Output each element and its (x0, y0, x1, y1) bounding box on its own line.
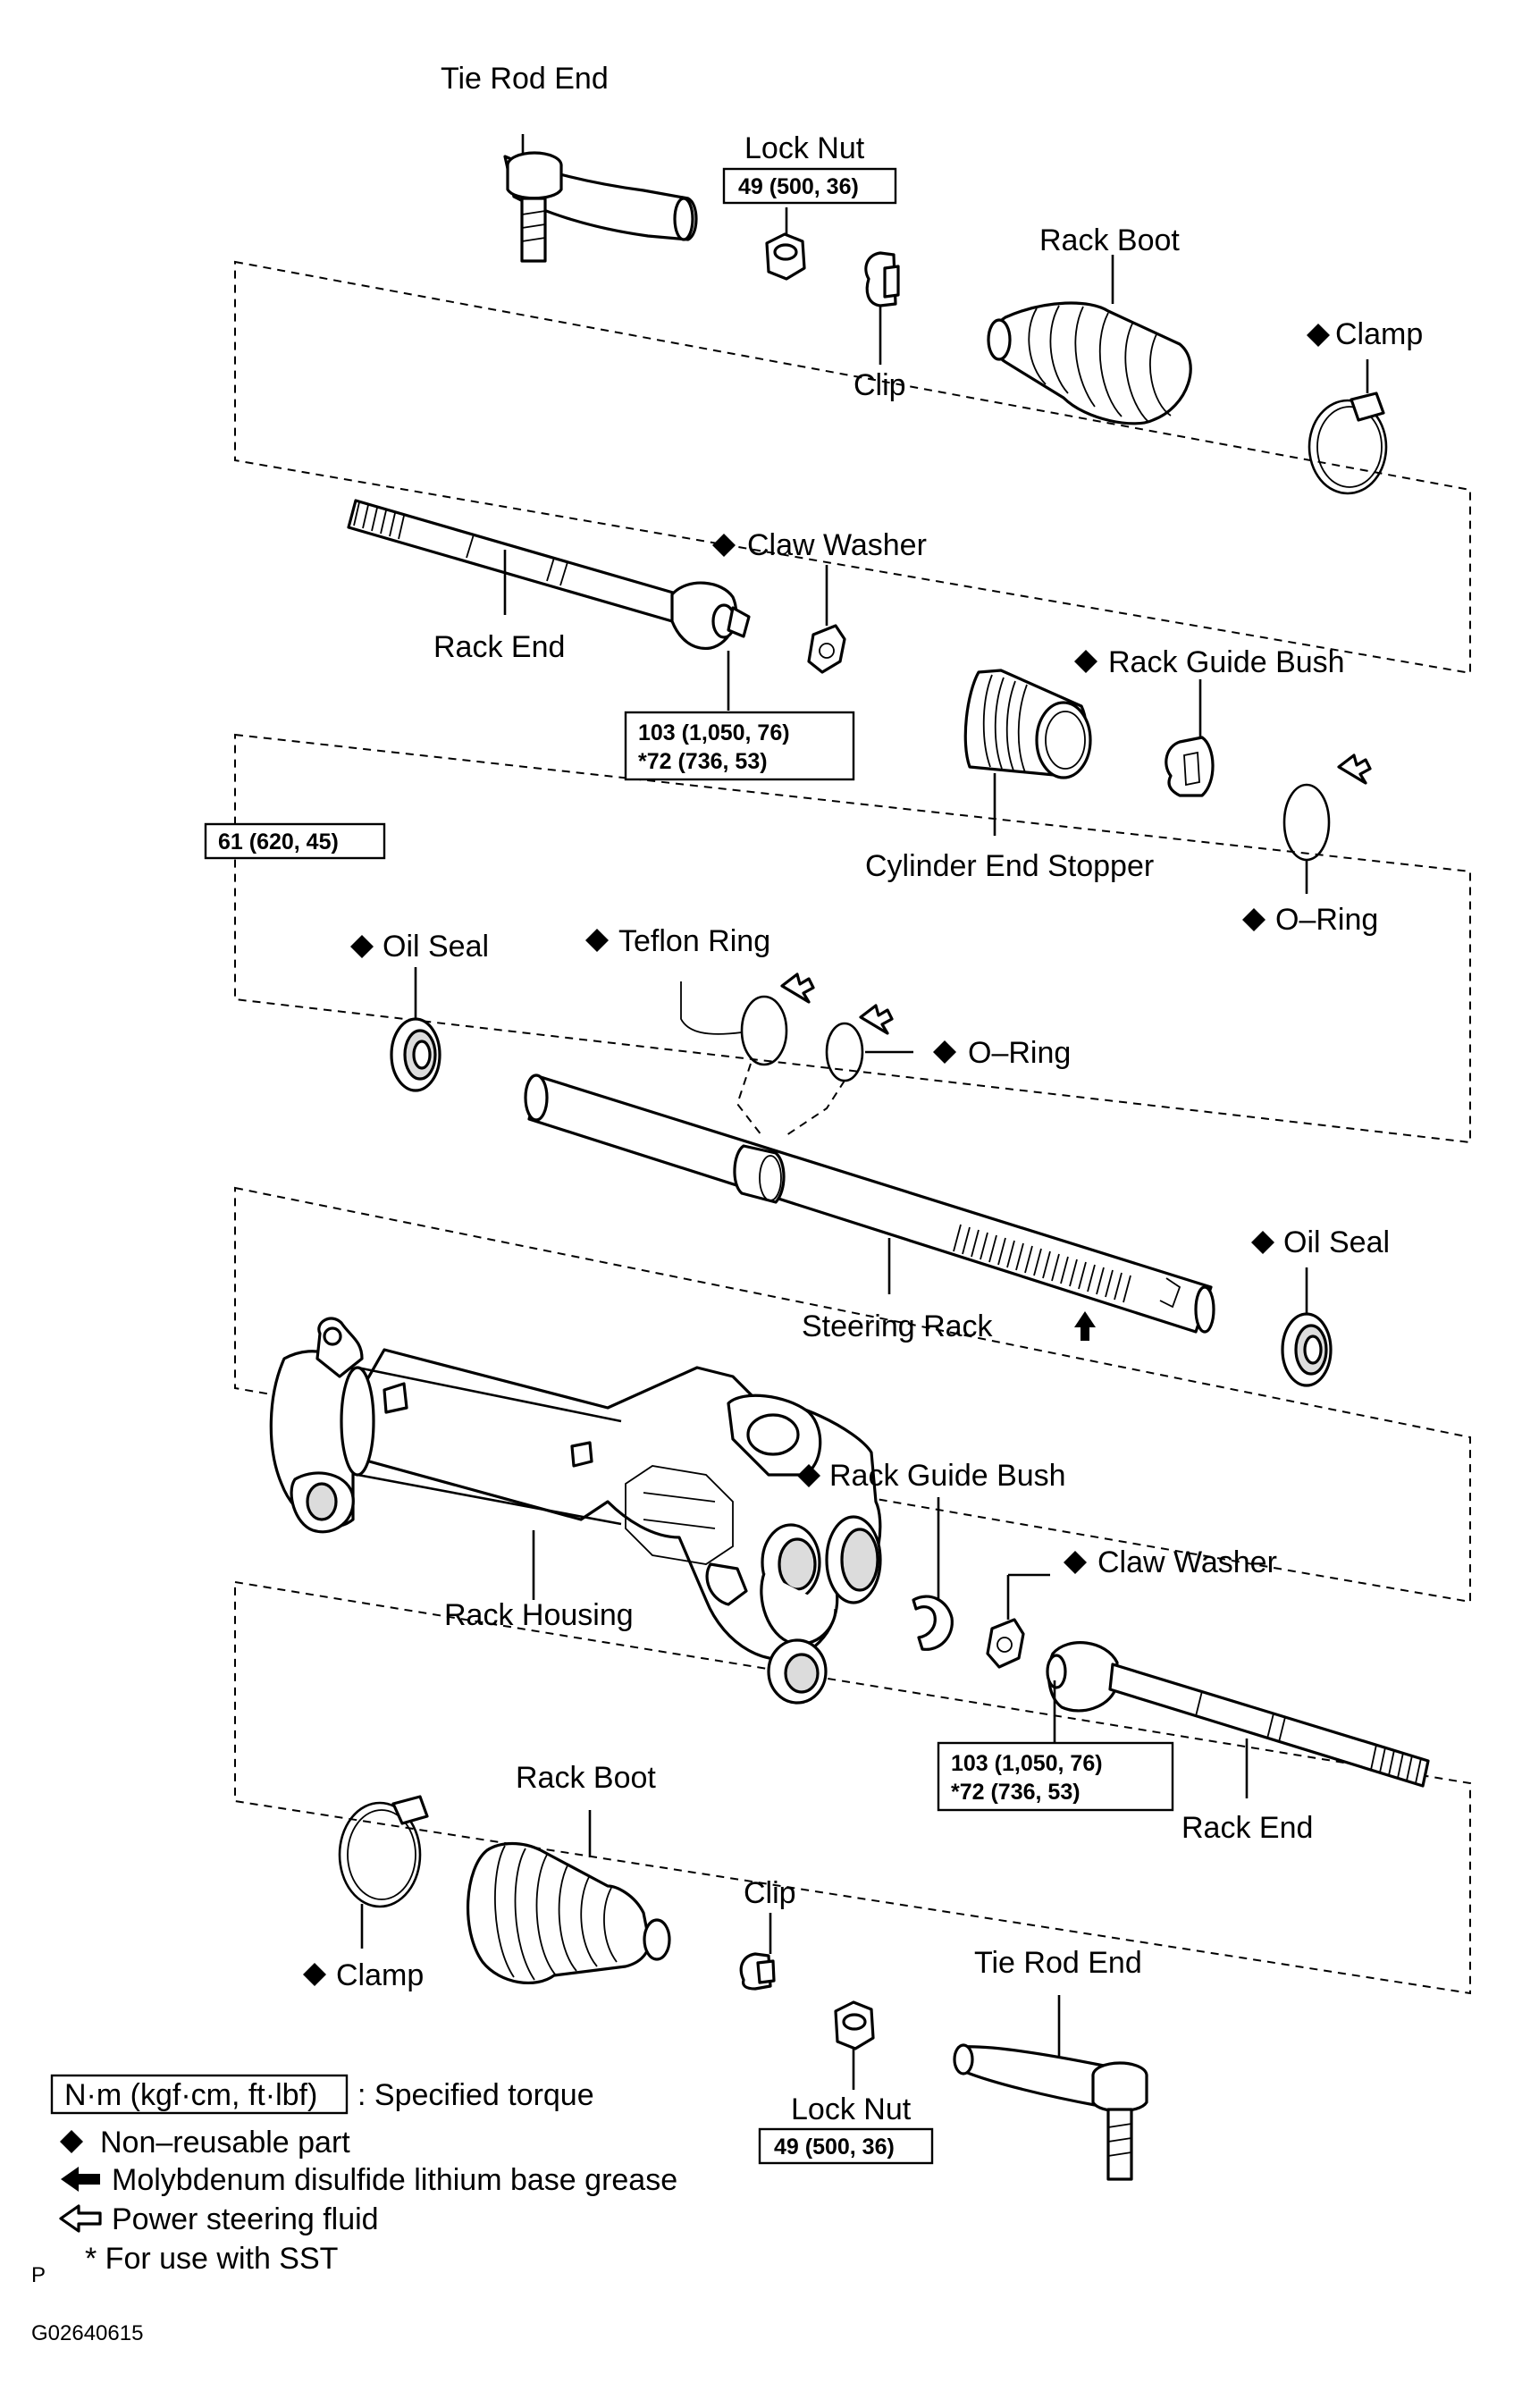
teflon-ring (680, 981, 788, 1136)
oil-seal-right-diamond-icon (1251, 1231, 1274, 1254)
legend-grease: Molybdenum disulfide lithium base grease (112, 2163, 677, 2197)
claw-washer-bottom-diamond-icon (1064, 1551, 1087, 1574)
o-ring-right-diamond-icon (1242, 908, 1266, 931)
clamp-bottom (338, 1795, 429, 1949)
rack-end-bottom (1046, 1641, 1430, 1798)
teflon-ring-label: Teflon Ring (618, 924, 770, 958)
claw-washer-bottom-label: Claw Washer (1097, 1545, 1277, 1579)
rack-guide-bush-top (1165, 679, 1215, 797)
clip-bottom (739, 1913, 776, 1991)
cylinder-end-stopper (963, 669, 1092, 836)
housing-end-torque: 61 (620, 45) (218, 829, 339, 855)
claw-washer-top (807, 565, 846, 674)
rack-boot-bottom-label: Rack Boot (516, 1761, 656, 1795)
clamp-top (1308, 359, 1388, 495)
lock-nut-top-torque: 49 (500, 36) (738, 174, 859, 199)
rack-end-top-torque-1: 103 (1,050, 76) (638, 720, 790, 745)
oil-seal-left-label: Oil Seal (383, 930, 489, 964)
tie-rod-end-top-label: Tie Rod End (441, 62, 609, 96)
fluid-arrow-icon-teflon (780, 972, 815, 1004)
grease-arrow-icon-rack (1074, 1311, 1096, 1341)
rack-end-top (347, 499, 751, 711)
o-ring-mid (786, 1022, 913, 1136)
fluid-arrow-icon-oring-mid (859, 1004, 894, 1035)
o-ring-mid-label: O–Ring (968, 1036, 1071, 1070)
rack-guide-bush-bottom (912, 1497, 954, 1651)
outline-arrow-icon (59, 2204, 102, 2233)
clamp-bottom-label: Clamp (336, 1958, 424, 1992)
lock-nut-bottom-torque: 49 (500, 36) (774, 2134, 895, 2160)
tie-rod-end-bottom (953, 1995, 1148, 2181)
clamp-top-label: Clamp (1335, 317, 1423, 351)
rack-boot-bottom (466, 1810, 671, 1984)
teflon-ring-diamond-icon (585, 929, 609, 952)
claw-washer-bottom (986, 1573, 1050, 1669)
rack-housing-label: Rack Housing (444, 1598, 634, 1632)
o-ring-right-label: O–Ring (1275, 903, 1378, 937)
oil-seal-left (390, 967, 441, 1092)
figure-code: G02640615 (31, 2321, 143, 2345)
lock-nut-bottom-label: Lock Nut (791, 2092, 912, 2126)
lock-nut-top-torque-box (722, 167, 897, 205)
rack-housing (269, 1317, 882, 1705)
housing-end-torque-box (204, 822, 386, 860)
lock-nut-bottom-torque-box (758, 2127, 934, 2165)
o-ring-mid-diamond-icon (933, 1040, 956, 1064)
legend-fluid: Power steering fluid (112, 2202, 379, 2236)
rack-end-top-torque-2: *72 (736, 53) (638, 749, 768, 774)
tie-rod-end-top (503, 134, 698, 263)
clamp-bottom-diamond-icon (303, 1963, 326, 1986)
rack-guide-bush-top-diamond-icon (1074, 650, 1097, 673)
rack-end-bottom-torque-2: *72 (736, 53) (951, 1780, 1081, 1805)
rack-end-bottom-label: Rack End (1181, 1811, 1313, 1845)
steering-rack-label: Steering Rack (802, 1309, 994, 1343)
rack-guide-bush-bottom-label: Rack Guide Bush (829, 1459, 1066, 1493)
claw-washer-top-diamond-icon (712, 534, 736, 557)
legend-unit-box (50, 2074, 349, 2115)
rack-end-top-label: Rack End (433, 630, 565, 664)
rack-boot-top-label: Rack Boot (1039, 223, 1180, 257)
rack-end-bottom-torque-1: 103 (1,050, 76) (951, 1751, 1103, 1776)
legend-unit-box-text: N·m (kgf·cm, ft·lbf) (64, 2078, 317, 2112)
solid-diamond-icon (60, 2130, 83, 2153)
rack-end-bottom-torque-box (937, 1741, 1174, 1812)
legend-sst: * For use with SST (85, 2242, 338, 2276)
lock-nut-top (765, 207, 806, 281)
legend-unit-desc: : Specified torque (357, 2078, 594, 2112)
rack-boot-top (987, 255, 1192, 425)
fluid-arrow-icon-oring-right (1337, 754, 1372, 785)
tie-rod-end-bottom-label: Tie Rod End (974, 1946, 1142, 1980)
clip-top (864, 251, 900, 365)
rack-guide-bush-top-label: Rack Guide Bush (1108, 645, 1345, 679)
legend-non-reusable: Non–reusable part (100, 2126, 350, 2160)
lock-nut-top-label: Lock Nut (744, 131, 865, 165)
clamp-top-diamond-icon (1307, 324, 1330, 347)
clip-bottom-label: Clip (744, 1876, 796, 1910)
steering-rack (524, 1073, 1215, 1334)
oil-seal-right (1281, 1267, 1333, 1387)
page-mark: P (31, 2263, 46, 2287)
oil-seal-right-label: Oil Seal (1283, 1225, 1390, 1259)
clip-top-label: Clip (853, 368, 906, 402)
legend: N·m (kgf·cm, ft·lbf) : Specified torque … (50, 2074, 677, 2276)
o-ring-right (1282, 783, 1331, 894)
rack-guide-bush-bottom-diamond-icon (797, 1464, 820, 1487)
dashed-boundaries (234, 260, 1471, 1995)
solid-arrow-icon (61, 2167, 100, 2192)
rack-end-top-torque-box (624, 711, 855, 781)
lock-nut-bottom (834, 2000, 875, 2090)
claw-washer-top-label: Claw Washer (747, 528, 927, 562)
oil-seal-left-diamond-icon (350, 935, 374, 958)
cylinder-end-stopper-label: Cylinder End Stopper (865, 849, 1154, 883)
